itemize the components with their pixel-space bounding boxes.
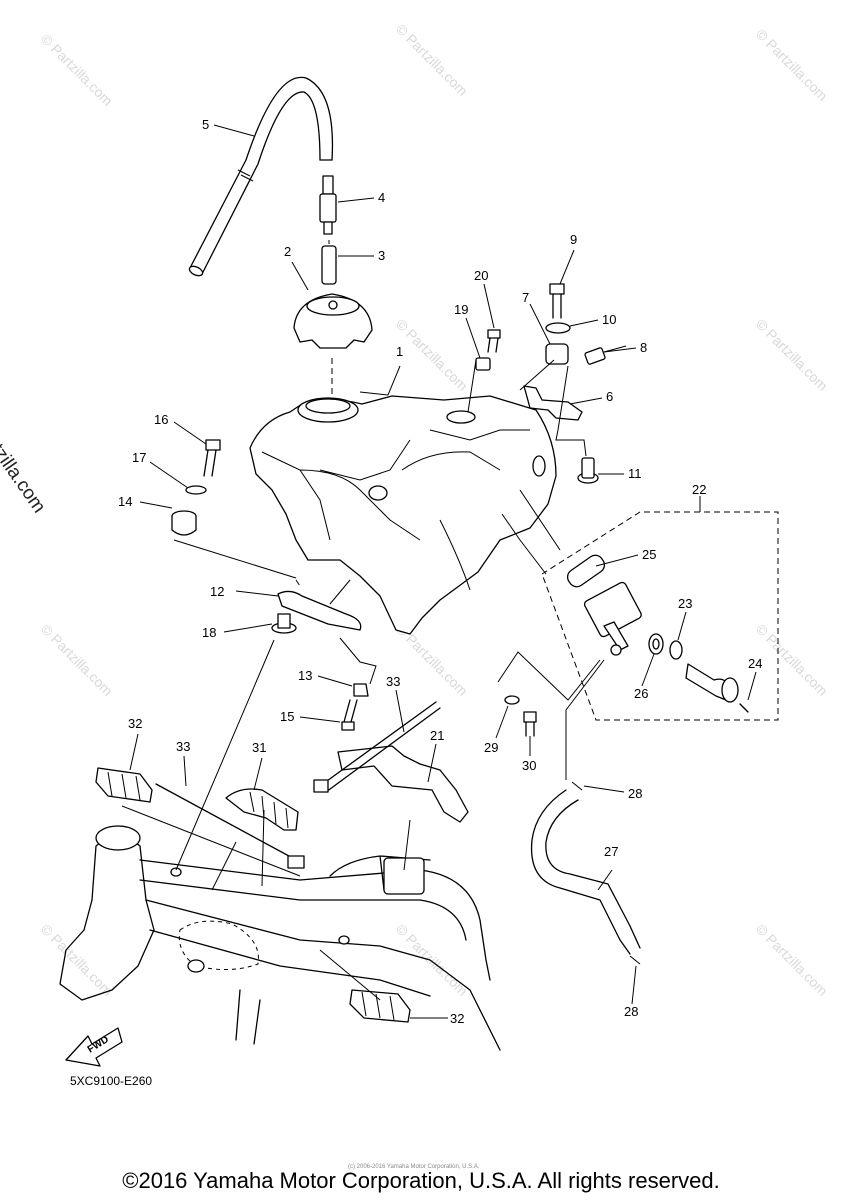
callout-25: 25 [642,547,656,562]
callout-31: 31 [252,740,266,755]
callout-17: 17 [132,450,146,465]
callout-9: 9 [570,232,577,247]
callout-28b: 28 [624,1004,638,1019]
diagram-code: 5XC9100-E260 [70,1074,153,1088]
watermark: © Partzilla.com [38,621,116,699]
watermark: © Partzilla.com [753,26,831,104]
callout-2: 2 [284,244,291,259]
bolt-20 [487,329,501,353]
small-notice: (c) 2006-2016 Yamaha Motor Corporation, … [348,1164,480,1170]
cable-tie-head [313,779,329,793]
bolt-16 [203,439,221,477]
callout-6: 6 [606,389,613,404]
callout-19: 19 [454,302,468,317]
breather-sleeve [321,245,337,285]
callout-18: 18 [202,625,216,640]
washer-26 [648,633,664,655]
washer-17 [185,485,207,495]
bolt-15 [341,699,358,731]
breather-hose [188,76,334,277]
tank-bracket [523,322,627,421]
callout-26: 26 [634,686,648,701]
o-ring-25 [566,554,606,588]
watermark: © Partzilla.com [393,921,471,999]
fwd-arrow: FWD [65,1027,123,1067]
copyright-footer: ©2016 Yamaha Motor Corporation, U.S.A. A… [122,1168,720,1193]
watermark: © Partzilla.com [753,316,831,394]
damper-14 [171,510,197,536]
callout-8: 8 [640,340,647,355]
callout-22: 22 [692,482,706,497]
callout-29: 29 [484,740,498,755]
callout-16: 16 [154,412,168,427]
callout-10: 10 [602,312,616,327]
callout-4: 4 [378,190,385,205]
hose-clips-28 [571,781,641,965]
washer-29 [504,695,520,705]
watermark: © Partzilla.com [393,21,471,99]
callout-5: 5 [202,117,209,132]
bracket-21 [337,745,469,823]
callout-11: 11 [628,466,642,481]
collar-19 [475,357,491,371]
cable-tie-33 [319,701,441,793]
bolt-9 [549,283,565,319]
breather-fitting [319,175,337,235]
o-ring-23 [669,640,683,660]
watermark: © Partzilla.com [753,921,831,999]
clips-32-upper [95,767,153,803]
bracket-plate-12 [277,590,362,631]
callout-23: 23 [678,596,692,611]
fuel-cap [293,293,373,349]
callout-12: 12 [210,584,224,599]
collar-11 [577,457,599,484]
callout-33a: 33 [386,674,400,689]
callout-3: 3 [378,248,385,263]
callout-7: 7 [522,290,529,305]
callout-15: 15 [280,709,294,724]
cup-24 [685,663,749,713]
fuel-hose-27 [530,789,641,955]
fuel-tank [249,395,557,635]
callout-24: 24 [748,656,762,671]
callout-32b: 32 [450,1011,464,1026]
callout-21: 21 [430,728,444,743]
watermark: © Partzilla.com [393,316,471,394]
cable-tie-33b [155,783,301,863]
callout-1: 1 [396,344,403,359]
callout-14: 14 [118,494,132,509]
fuel-cock [583,581,642,656]
cable-tie-head-b [287,855,305,869]
bolt-30 [523,711,537,737]
nut-13 [353,683,369,697]
callout-33b: 33 [176,739,190,754]
watermark: © Partzilla.com [38,31,116,109]
callout-28a: 28 [628,786,642,801]
watermark: © Partzilla.com [38,921,116,999]
callout-27: 27 [604,844,618,859]
watermark: © Partzilla.com [753,621,831,699]
callout-30: 30 [522,758,536,773]
callout-20: 20 [474,268,488,283]
callout-32a: 32 [128,716,142,731]
clamp-31 [225,788,299,831]
clips-32-lower [349,989,411,1023]
callouts: 1 2 3 4 5 6 7 8 9 10 11 12 13 14 15 16 1… [118,117,762,1026]
frame [59,825,501,1051]
callout-13: 13 [298,668,312,683]
leader-lines [121,240,605,1001]
collar-18 [271,613,297,634]
